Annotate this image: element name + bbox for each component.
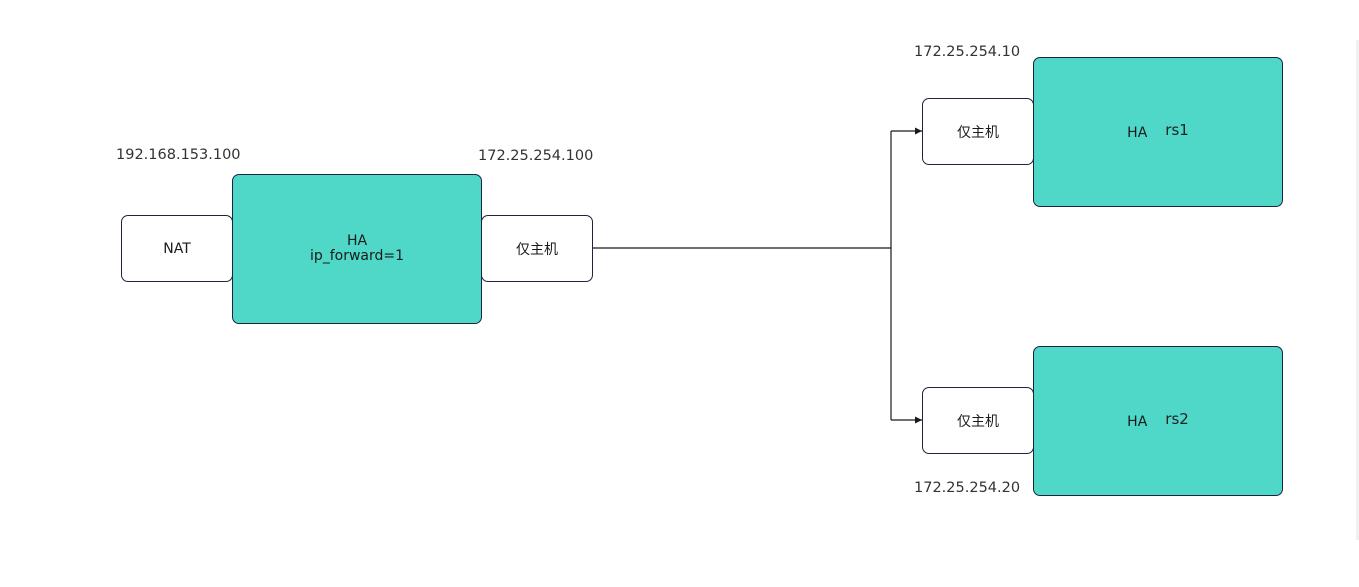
rs2-text: HA rs2: [1127, 410, 1189, 430]
rs2-ha-label: HA: [1127, 414, 1148, 430]
rs1-ha-label: HA: [1127, 125, 1148, 141]
host-only-rs2-label: 仅主机: [957, 413, 999, 430]
host-only-rs2-node[interactable]: 仅主机: [922, 387, 1034, 454]
rs2-ip-label: 172.25.254.20: [914, 480, 1021, 496]
host-only-rs1-node[interactable]: 仅主机: [922, 98, 1034, 165]
main-host-only-ip-label: 172.25.254.100: [478, 148, 594, 164]
rs1-name-label: rs1: [1165, 121, 1189, 139]
host-only-main-node[interactable]: 仅主机: [481, 215, 593, 282]
nat-adapter-node[interactable]: NAT: [121, 215, 233, 282]
host-only-rs1-label: 仅主机: [957, 124, 999, 141]
ha-main-text: HA ip_forward=1: [310, 234, 404, 264]
ha-main-subtitle: ip_forward=1: [309, 248, 405, 264]
rs1-ip-label: 172.25.254.10: [914, 44, 1021, 60]
rs2-node[interactable]: HA rs2: [1033, 346, 1283, 496]
rs1-text: HA rs1: [1127, 121, 1189, 141]
host-only-main-label: 仅主机: [516, 241, 558, 258]
ha-main-node[interactable]: HA ip_forward=1: [232, 174, 482, 324]
rs2-name-label: rs2: [1165, 410, 1189, 428]
rs1-node[interactable]: HA rs1: [1033, 57, 1283, 207]
nat-label: NAT: [163, 240, 191, 257]
nat-ip-label: 192.168.153.100: [116, 147, 241, 163]
right-edge-divider: [1356, 40, 1359, 540]
ha-main-title: HA: [346, 233, 368, 249]
